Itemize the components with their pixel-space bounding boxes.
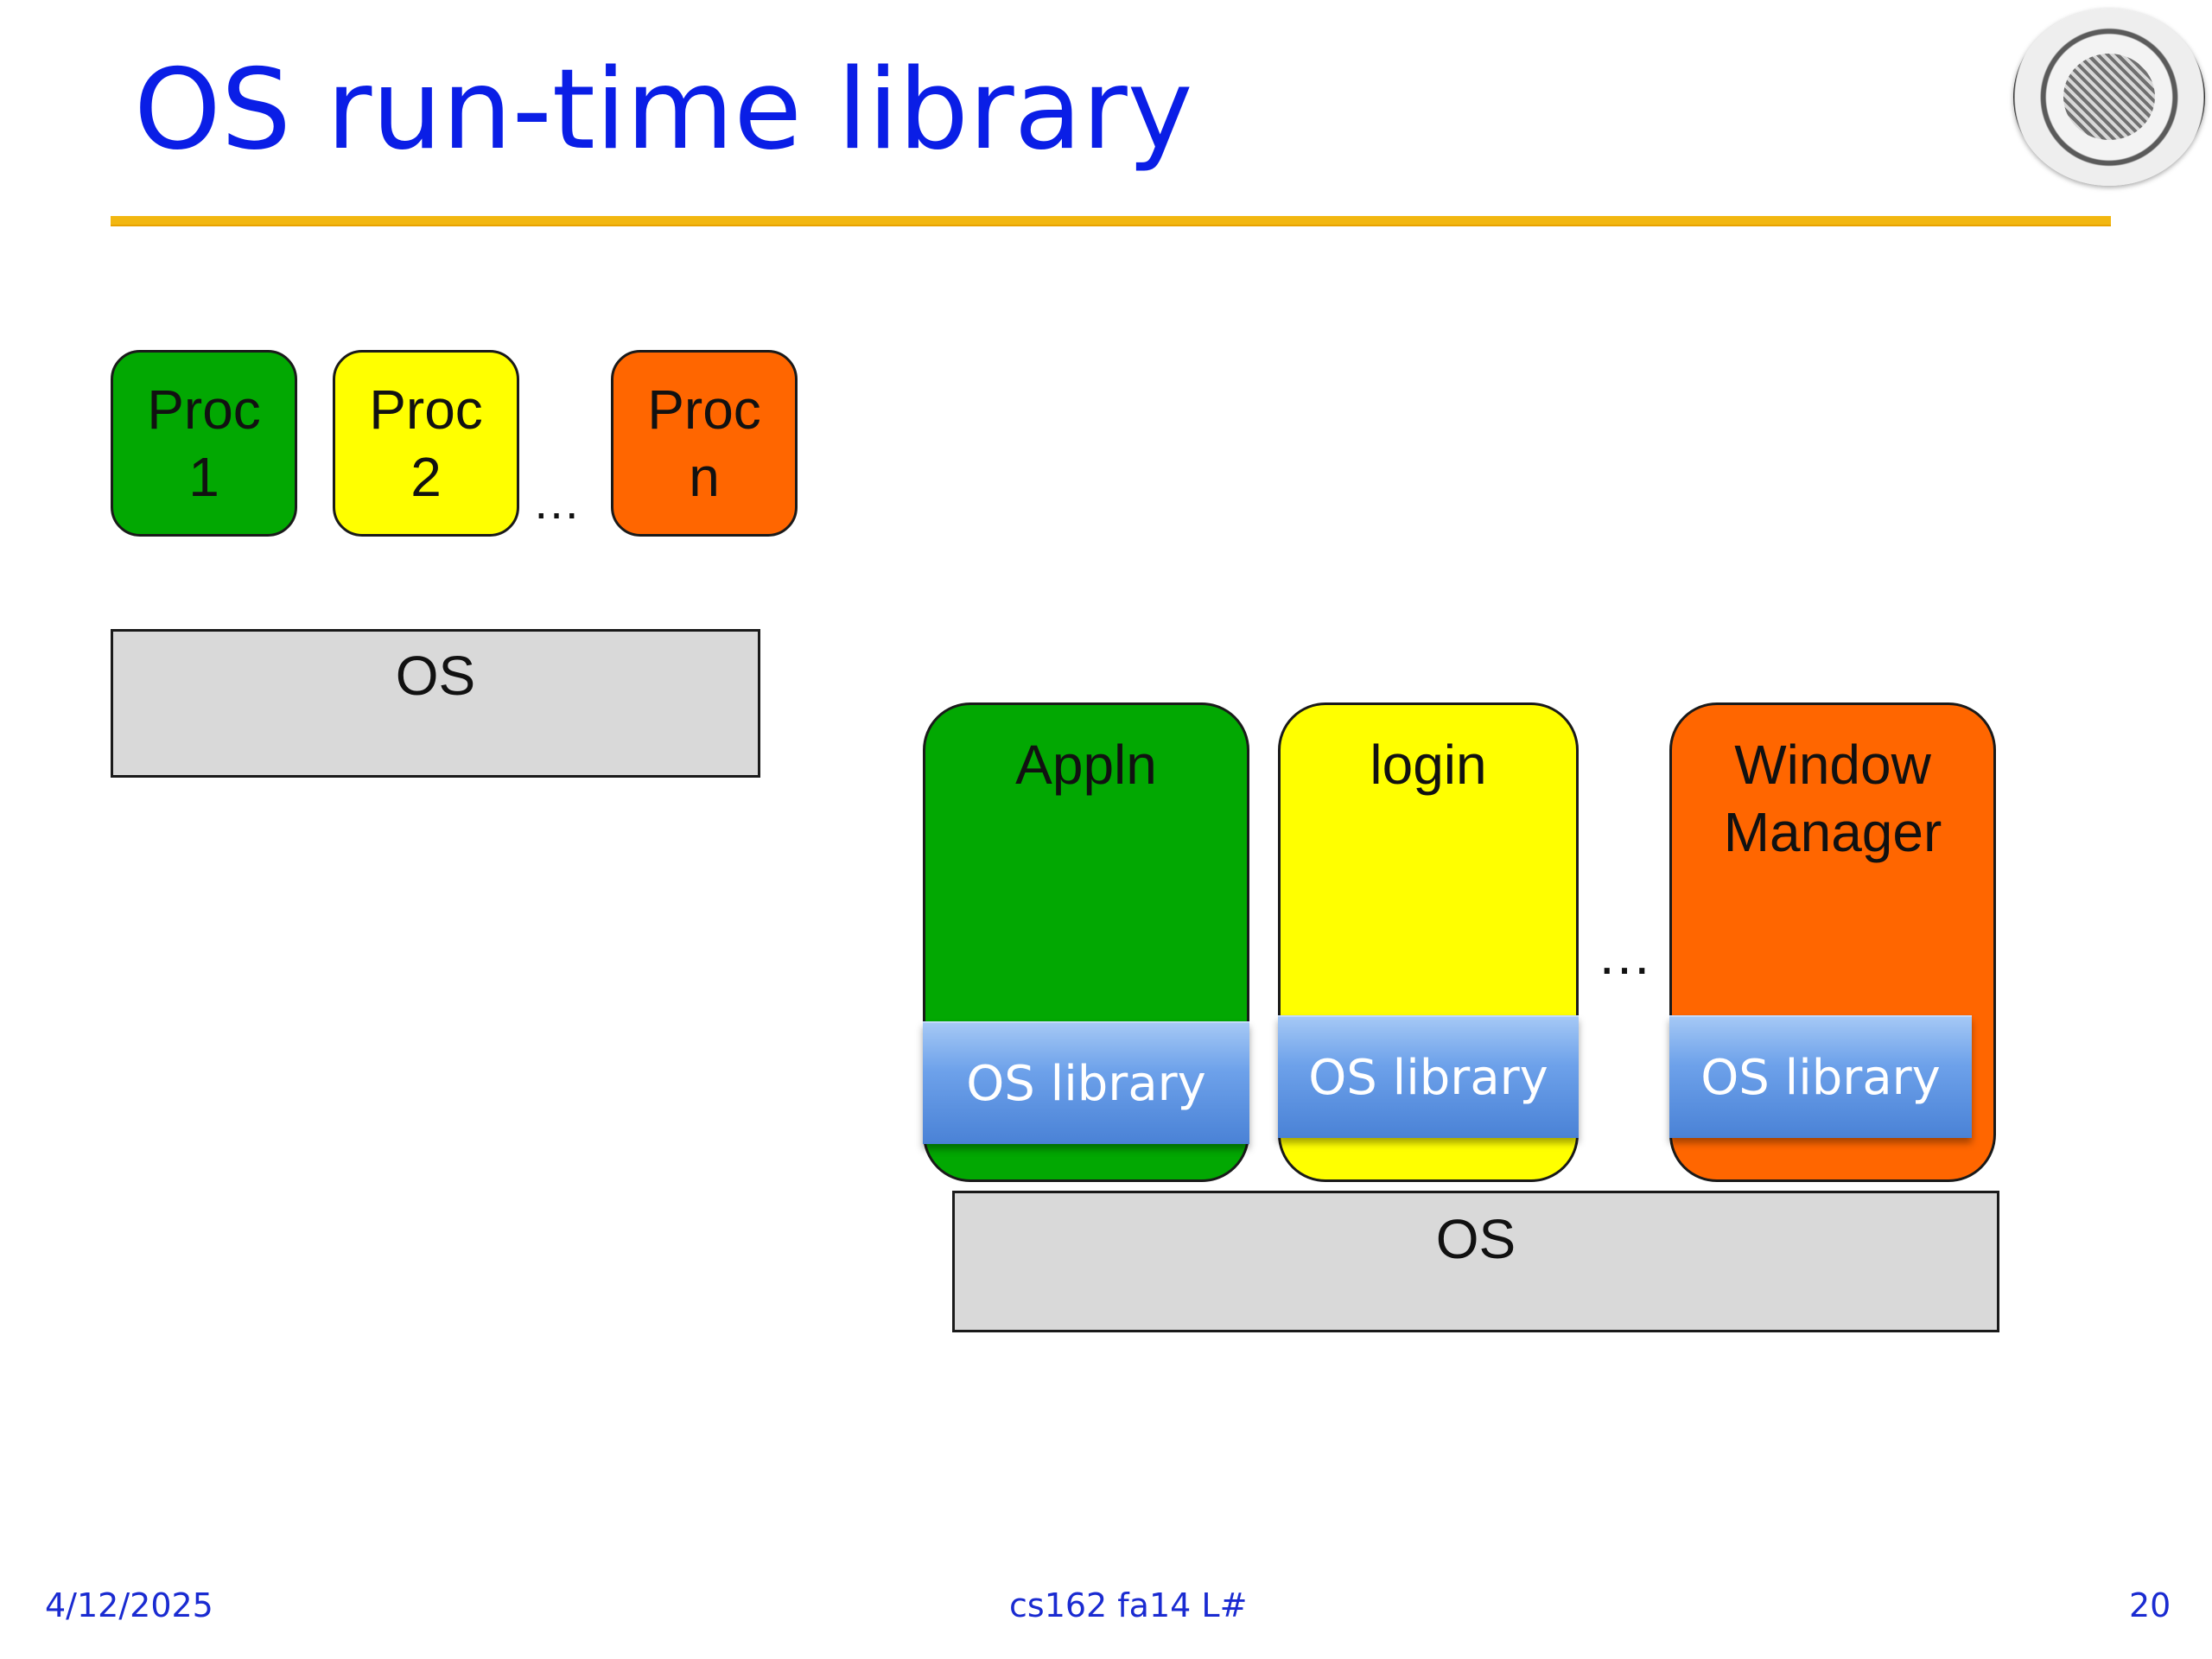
login-label: login bbox=[1370, 734, 1487, 796]
footer-page-number: 20 bbox=[2129, 1586, 2171, 1624]
proc-1-number: 1 bbox=[188, 446, 219, 508]
os-box-left: OS bbox=[111, 629, 760, 778]
proc-1-box: Proc 1 bbox=[111, 350, 297, 537]
title-underline bbox=[111, 216, 2111, 226]
os-library-appln: OS library bbox=[923, 1021, 1249, 1144]
proc-2-label: Proc bbox=[369, 378, 483, 441]
os-library-login: OS library bbox=[1278, 1015, 1579, 1138]
footer-date: 4/12/2025 bbox=[45, 1586, 213, 1624]
appln-label: Appln bbox=[1015, 734, 1157, 796]
proc-2-box: Proc 2 bbox=[333, 350, 519, 537]
procs-ellipsis: … bbox=[532, 474, 582, 529]
proc-n-number: n bbox=[689, 446, 720, 508]
os-box-right: OS bbox=[952, 1191, 1999, 1332]
seal-center-icon bbox=[2063, 54, 2155, 140]
proc-n-label: Proc bbox=[647, 378, 761, 441]
os-library-window-manager: OS library bbox=[1669, 1015, 1972, 1138]
footer-course: cs162 fa14 L# bbox=[1009, 1586, 1248, 1624]
window-manager-label: Window Manager bbox=[1723, 734, 1942, 864]
proc-n-box: Proc n bbox=[611, 350, 798, 537]
proc-2-number: 2 bbox=[410, 446, 442, 508]
boxes-ellipsis: … bbox=[1597, 924, 1654, 986]
university-seal-logo bbox=[2013, 9, 2205, 186]
slide-title: OS run-time library bbox=[134, 46, 1193, 175]
os-label-right: OS bbox=[1435, 1208, 1516, 1270]
proc-1-label: Proc bbox=[147, 378, 261, 441]
os-label-left: OS bbox=[395, 645, 476, 707]
